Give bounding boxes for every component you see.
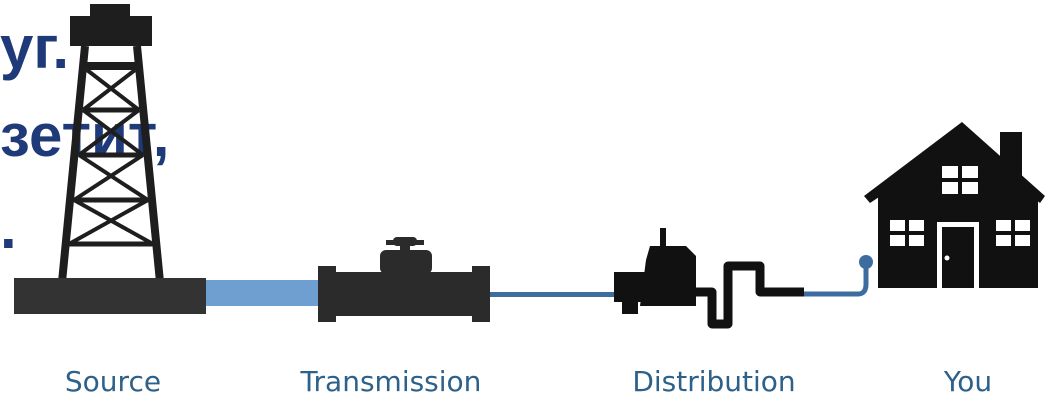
label-distribution: Distribution: [632, 365, 796, 398]
label-transmission: Transmission: [300, 365, 482, 398]
label-you: You: [943, 365, 993, 398]
background-text-line-1: уг.: [0, 14, 70, 81]
regulator-station-icon: [614, 228, 804, 329]
label-source: Source: [64, 365, 162, 398]
background-text-line-3: .: [0, 194, 17, 261]
transmission-to-distribution-line: [488, 292, 618, 297]
pipeline-valve-icon: [318, 237, 490, 322]
distribution-to-house-line: [800, 256, 869, 297]
house-icon: [864, 122, 1045, 288]
house-inlet-joint: [859, 255, 873, 269]
oil-derrick-icon: [14, 4, 206, 314]
source-to-transmission-pipe: [200, 280, 322, 306]
